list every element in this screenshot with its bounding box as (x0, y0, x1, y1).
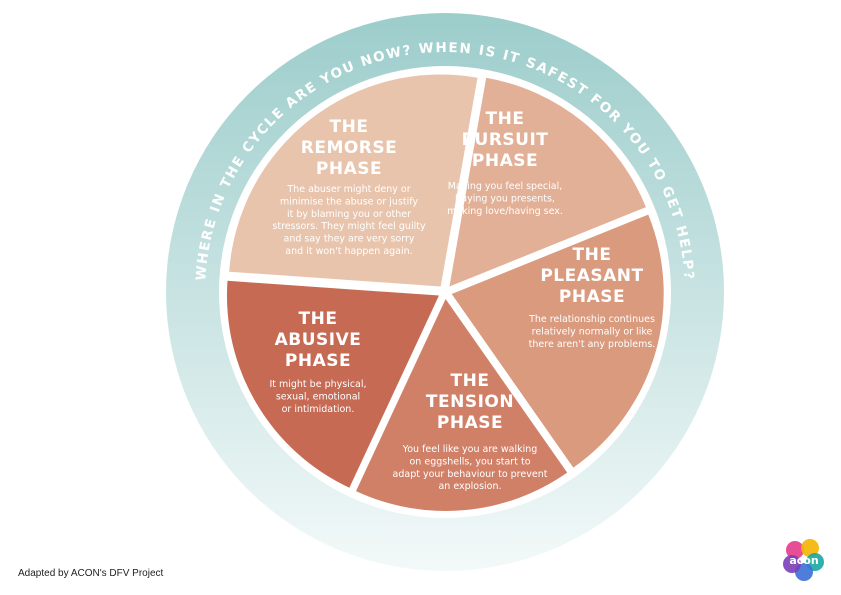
segment-shape-abusive (226, 280, 439, 488)
credit-text: Adapted by ACON's DFV Project (18, 568, 164, 579)
segment-description-pursuit: Making you feel special,buying you prese… (447, 181, 563, 217)
acon-logo-text: acon (789, 554, 818, 567)
segment-shape-pleasant (451, 214, 664, 468)
segment-shape-tension (356, 298, 568, 511)
segment-shape-remorse (229, 74, 478, 287)
acon-logo-icon: acon (783, 539, 824, 581)
segment-shape-pursuit (449, 77, 646, 287)
